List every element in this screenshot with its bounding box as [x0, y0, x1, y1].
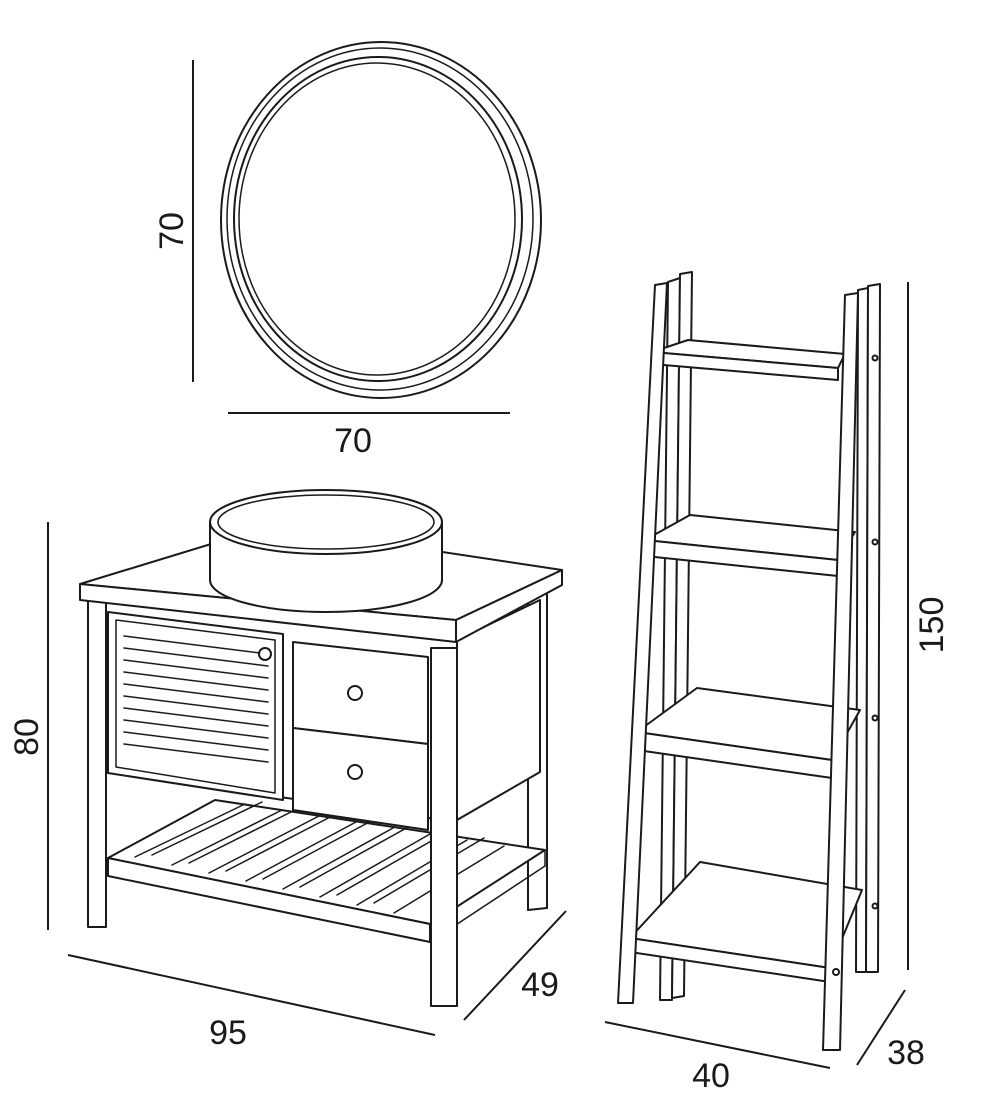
- vanity-depth-dimension: [463, 910, 567, 1021]
- bottom-drawer: [292, 727, 429, 831]
- door-knob: [258, 647, 272, 661]
- ladder-shelf: [617, 271, 881, 1051]
- shelf-width-dimension: [604, 1021, 831, 1069]
- mirror-width-label: 70: [334, 422, 372, 460]
- mirror-height-label: 70: [153, 212, 191, 250]
- vanity-cabinet: [79, 489, 563, 1007]
- shelf-height-label: 150: [913, 597, 951, 654]
- shelf-slats: [134, 801, 505, 914]
- shelf-depth-label: 38: [887, 1034, 925, 1072]
- vanity-depth-label: 49: [521, 966, 559, 1004]
- shelf-board-4: [629, 861, 863, 983]
- shelf-width-label: 40: [692, 1057, 730, 1095]
- bottom-drawer-knob: [347, 764, 363, 780]
- top-drawer-knob: [347, 685, 363, 701]
- shelf-depth-dimension: [856, 989, 906, 1066]
- door-louvers: [123, 635, 269, 763]
- vanity-height-label: 80: [8, 718, 46, 756]
- vanity-width-label: 95: [209, 1014, 247, 1052]
- round-mirror: [220, 41, 542, 399]
- vanity-width-dimension: [67, 954, 436, 1036]
- vessel-basin: [209, 489, 443, 613]
